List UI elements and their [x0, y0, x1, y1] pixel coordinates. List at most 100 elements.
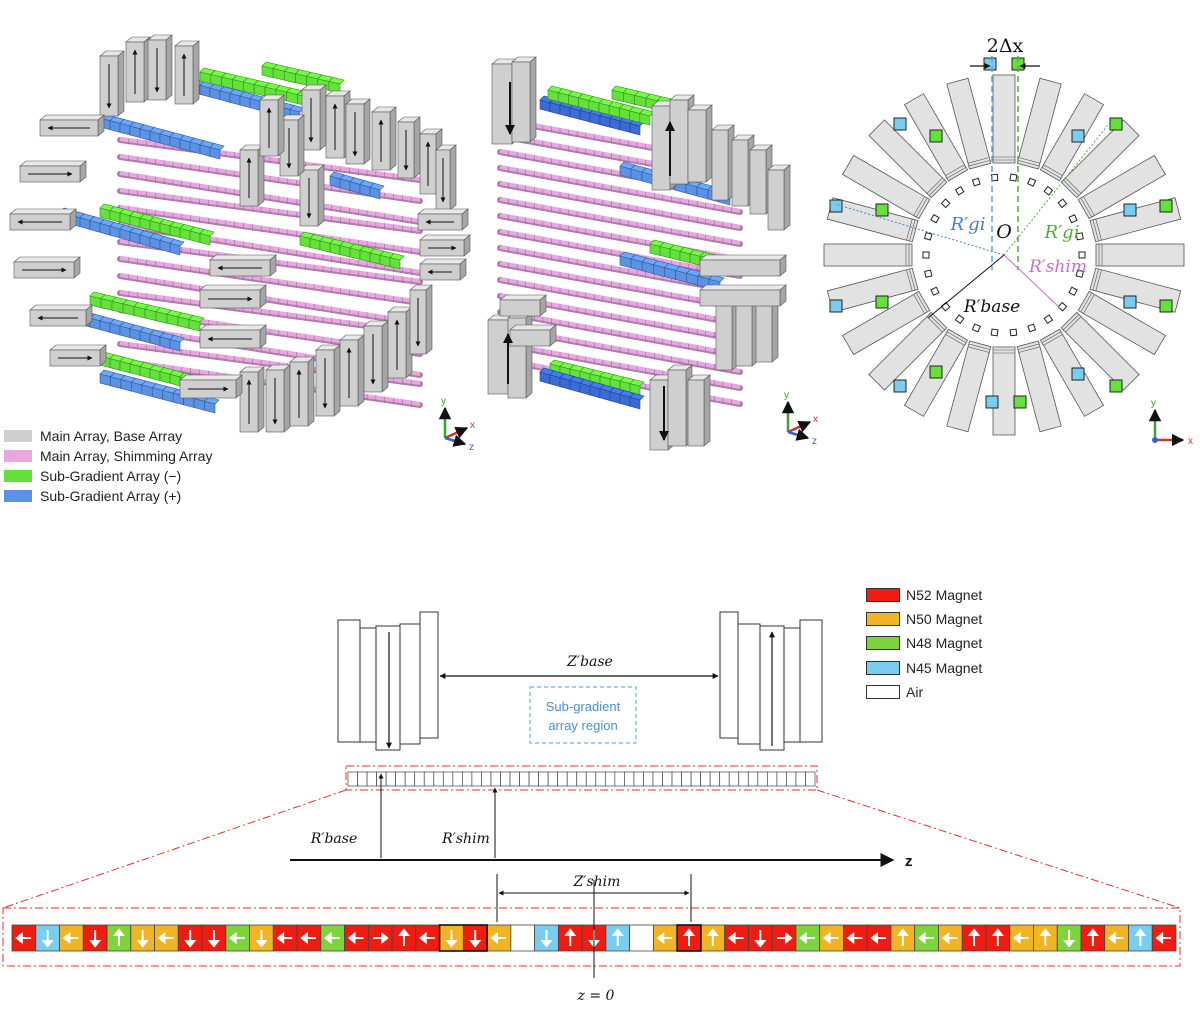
shim-rod [117, 188, 423, 234]
sub-plus-row [539, 367, 645, 410]
sub-minus-row [261, 61, 345, 94]
sub-gradient-block [1071, 367, 1085, 381]
base-bar [435, 144, 457, 211]
shim-dot [1057, 198, 1068, 209]
shim-row-cell [652, 771, 663, 787]
strip-cell-arrow [754, 930, 767, 948]
rgi-green-label: R′gi [1044, 222, 1080, 243]
strip-cell [1151, 924, 1177, 952]
legend-n45: N45 Magnet [866, 660, 982, 676]
strip-cell [985, 924, 1011, 952]
strip-cell-arrow [917, 931, 934, 945]
sub-minus-row [547, 85, 655, 126]
sub-gradient-block [875, 295, 889, 309]
legend-swatch-n45 [866, 661, 900, 675]
strip-cell-arrow [1086, 928, 1099, 946]
base-bar [239, 366, 265, 433]
base-bar [767, 164, 791, 231]
radial-base-bar [1095, 243, 1185, 267]
legend-base: Main Array, Base Array [4, 428, 182, 444]
strip-cell [557, 924, 583, 952]
sub-gradient-block [929, 365, 943, 379]
shim-row-cell [452, 771, 463, 787]
shim-dot [1043, 185, 1054, 196]
x-axis-arrow [787, 420, 812, 434]
strip-cell-arrow [682, 928, 696, 946]
strip-cell [1056, 924, 1082, 952]
rshim-side-label: R′shim [441, 831, 490, 847]
strip-cell [344, 924, 369, 952]
sub-gradient-block [1071, 129, 1085, 143]
base-bar [363, 320, 389, 393]
strip-cell-arrow [777, 931, 793, 945]
shim-row-cell [395, 771, 406, 787]
strip-cell [59, 924, 84, 952]
shim-dot [924, 269, 933, 278]
strip-cell-arrow [373, 931, 389, 945]
shim-dot [1009, 173, 1018, 182]
strip-cell-arrow [300, 931, 316, 945]
sub-gradient-block [893, 379, 907, 393]
base-bar [209, 254, 277, 277]
x-axis-label: x [813, 414, 818, 425]
rbase-label: R′base [963, 297, 1020, 317]
shim-rod [497, 197, 743, 247]
strip-cell [177, 924, 203, 952]
cross-section-view [823, 57, 1185, 436]
sub-gradient-block [929, 129, 943, 143]
base-bar [299, 164, 325, 227]
base-bar [409, 284, 433, 355]
strip-highlight-left [438, 924, 488, 952]
strip-cell [1080, 924, 1106, 952]
base-bar [9, 208, 77, 231]
strip-cell [700, 924, 726, 952]
shim-row-cell [347, 771, 358, 787]
sub-plus-row [99, 113, 225, 160]
shim-row-cell [471, 771, 482, 787]
strip-cell [130, 924, 155, 952]
shim-rod [497, 309, 743, 359]
strip-cell-arrow [822, 931, 839, 945]
z-axis-label: z [905, 853, 913, 870]
strip-cell-arrow [1134, 928, 1147, 946]
base-bar [19, 160, 87, 183]
strip-cell-arrow [347, 931, 364, 945]
strip-cell [35, 924, 60, 952]
shim-row-cell [757, 771, 768, 787]
side-view: Z′base Sub-gradient array region R′base … [2, 611, 1181, 909]
base-bar [687, 104, 713, 183]
shim-dot [930, 213, 940, 224]
strip-cell [748, 924, 773, 952]
strip-cell [367, 924, 393, 952]
strip-cell [938, 924, 963, 952]
strip-cell [724, 924, 749, 952]
sub-gradient-block [1013, 395, 1027, 409]
base-bar [199, 324, 267, 349]
shim-row-cell [433, 771, 444, 787]
legend-swatch-sub-plus [4, 490, 32, 502]
base-bar [397, 116, 421, 179]
strip-cell [320, 924, 345, 952]
radial-base-bar [1016, 77, 1062, 170]
strip-cell [890, 924, 916, 952]
base-bar [339, 334, 365, 407]
shim-row-cell [528, 771, 539, 787]
strip-highlight-right [676, 924, 702, 952]
right-magnet-stack [719, 611, 823, 751]
radial-base-bar [1060, 119, 1140, 199]
strip-cell-arrow [41, 930, 54, 948]
z-axis-label: z [469, 442, 474, 453]
sub-gradient-block [983, 57, 997, 71]
sub-gradient-block [1109, 117, 1123, 131]
shim-row-cell [709, 771, 721, 787]
radial-base-bar [946, 340, 992, 433]
region-label-2: array region [548, 718, 617, 733]
shim-dot [971, 177, 981, 187]
shim-rod [117, 171, 423, 225]
region-label-1: Sub-gradient [546, 699, 621, 714]
full-array-3d-view [9, 34, 471, 433]
strip-cell-arrow [1063, 930, 1076, 948]
sub-minus-row [299, 231, 405, 270]
shim-rod [497, 165, 743, 215]
x-axis-arrow [444, 426, 469, 440]
